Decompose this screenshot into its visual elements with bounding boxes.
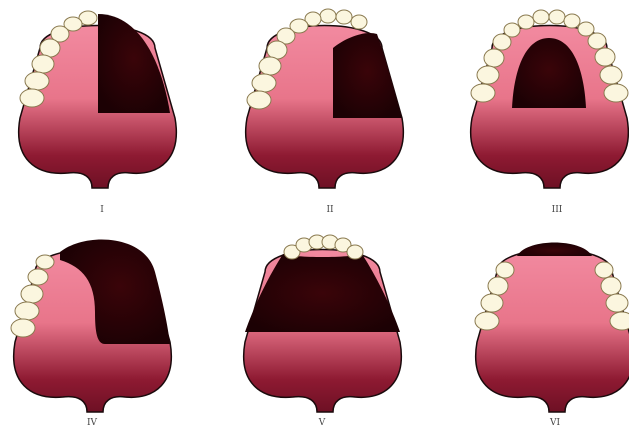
maxilla-diagram-6 (467, 232, 629, 412)
maxilla-diagram-4 (5, 232, 180, 412)
maxilla-diagram-1 (10, 8, 185, 188)
maxilla-diagram-5 (235, 232, 410, 412)
figure-label: I (72, 205, 132, 215)
maxilla-figure-3 (462, 8, 629, 188)
maxilla-figure-6 (467, 232, 629, 412)
figure-label: V (292, 418, 352, 428)
maxilla-figure-1 (10, 8, 185, 188)
maxilla-figure-5 (235, 232, 410, 412)
figure-label: III (527, 205, 587, 215)
maxilla-diagram-3 (462, 8, 629, 188)
maxilla-figure-2 (237, 8, 412, 188)
defect-region (333, 33, 402, 118)
figure-label: IV (62, 418, 122, 428)
maxilla-figure-4 (5, 232, 180, 412)
figure-label: II (300, 205, 360, 215)
maxilla-diagram-2 (237, 8, 412, 188)
defect-region (517, 243, 592, 257)
figure-label: VI (525, 418, 585, 428)
